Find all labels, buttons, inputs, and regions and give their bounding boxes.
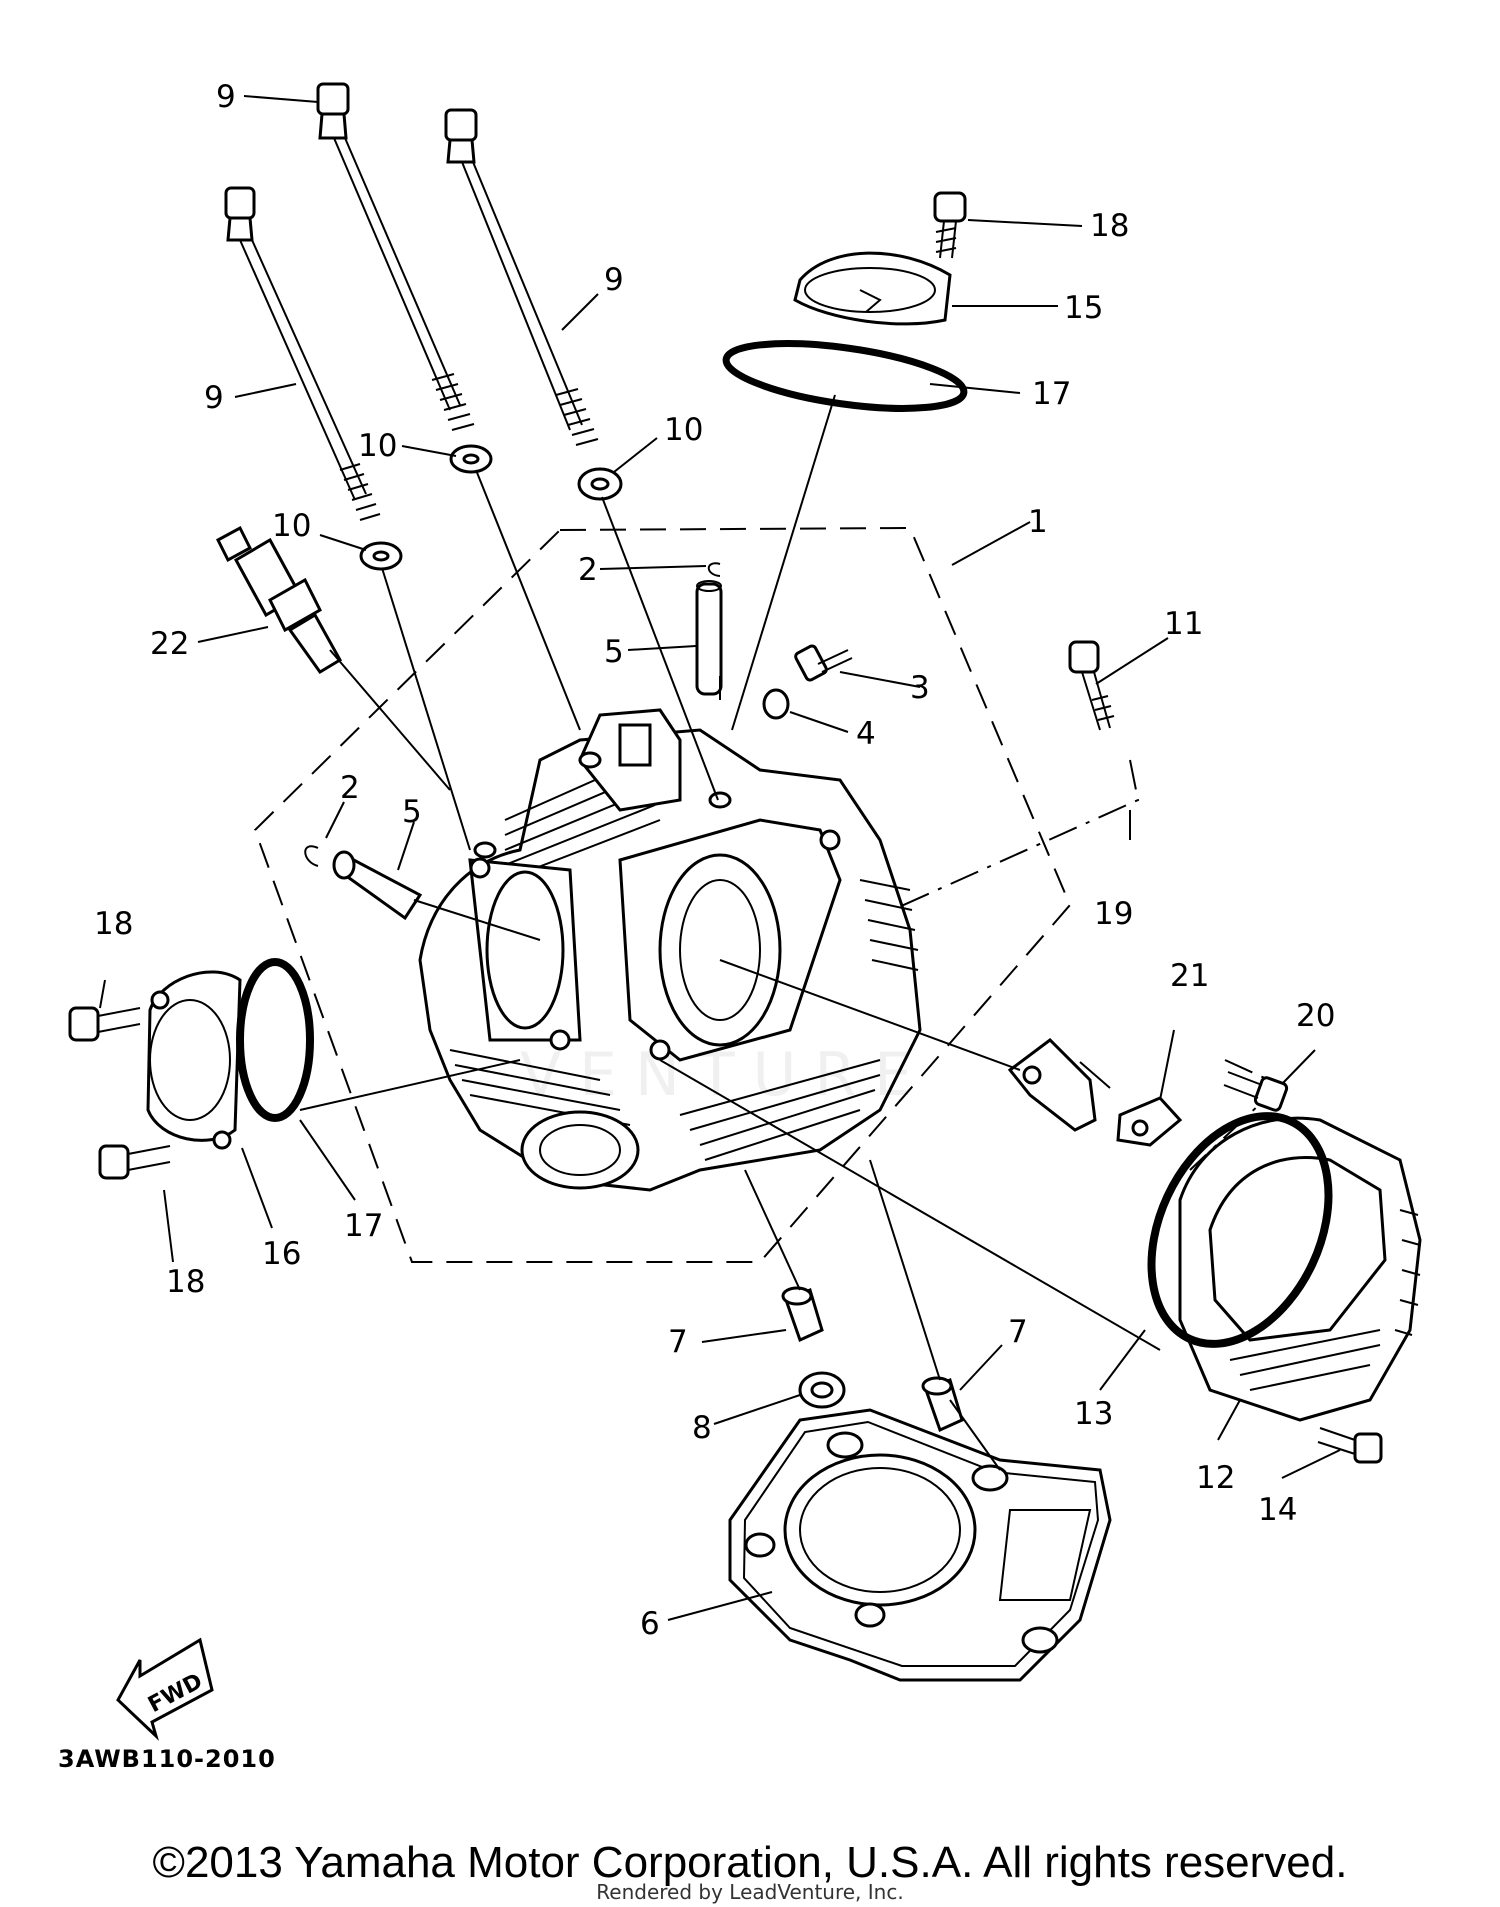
callout-18: 18 [166,1264,205,1300]
alignment-line [869,759,1140,921]
callout-labels: 9 9 9 10 10 10 1 2 5 3 4 11 18 15 17 22 … [94,79,1335,1642]
callout-22: 22 [150,626,189,662]
callout-21: 21 [1170,958,1209,994]
bolt [1317,1427,1383,1464]
callout-14: 14 [1258,1492,1297,1528]
callout-16: 16 [262,1236,301,1272]
callout-17: 17 [1032,376,1071,412]
watermark: VENTURE [520,1040,931,1110]
callout-2: 2 [578,552,598,588]
callout-11: 11 [1164,606,1203,642]
socket-head-bolt [1068,640,1115,731]
circlip [304,845,319,867]
dowel-pin [781,1286,824,1343]
callout-10: 10 [664,412,703,448]
callout-6: 6 [640,1606,660,1642]
bolt [933,191,967,259]
callout-2: 2 [340,770,360,806]
callout-9: 9 [204,380,224,416]
o-ring [236,958,314,1122]
callout-18: 18 [94,906,133,942]
callout-17: 17 [344,1208,383,1244]
washer [762,688,790,720]
callout-3: 3 [910,670,930,706]
callout-5: 5 [402,794,422,830]
valve-guide [695,580,723,696]
callout-8: 8 [692,1410,712,1446]
spark-plug [216,525,343,674]
valve-guide [332,850,423,921]
cam-cap [793,251,952,326]
callout-12: 12 [1196,1460,1235,1496]
o-ring [722,340,968,412]
callout-9: 9 [604,262,624,298]
callout-7: 7 [668,1324,688,1360]
cylinder-stud-bolt [444,108,599,446]
side-cover [146,970,242,1150]
callout-19: 19 [1094,896,1133,932]
socket-head-bolt [98,1144,171,1180]
bolt [794,644,853,682]
cylinder-stud-bolt [224,186,381,521]
o-ring [1147,1112,1333,1348]
callout-18: 18 [1090,208,1129,244]
socket-head-bolt [68,1006,141,1042]
callout-1: 1 [1028,504,1048,540]
tensioner-guide [1007,1038,1097,1132]
callout-20: 20 [1296,998,1335,1034]
bolt [1223,1071,1289,1112]
copyright-notice: ©2013 Yamaha Motor Corporation, U.S.A. A… [152,1838,1348,1887]
plate [1116,1096,1183,1147]
cylinder-head [418,708,922,1192]
callout-10: 10 [272,508,311,544]
callout-7: 7 [1008,1314,1028,1350]
forward-arrow-icon: FWD [116,1637,214,1741]
callout-13: 13 [1074,1396,1113,1432]
rendered-by-credit: Rendered by LeadVenture, Inc. [596,1880,904,1904]
callout-15: 15 [1064,290,1103,326]
head-cover [1178,1116,1422,1422]
circlip [707,562,721,577]
leader-lines [99,95,1341,1621]
diagram-code: 3AWB110-2010 [58,1745,276,1773]
callout-4: 4 [856,716,876,752]
callout-9: 9 [216,79,236,115]
head-gasket [728,1408,1112,1682]
assembly-boundary [253,526,1072,1263]
dowel-pin [921,1376,964,1433]
callout-5: 5 [604,634,624,670]
callout-10: 10 [358,428,397,464]
cylinder-stud-bolt [316,82,475,431]
